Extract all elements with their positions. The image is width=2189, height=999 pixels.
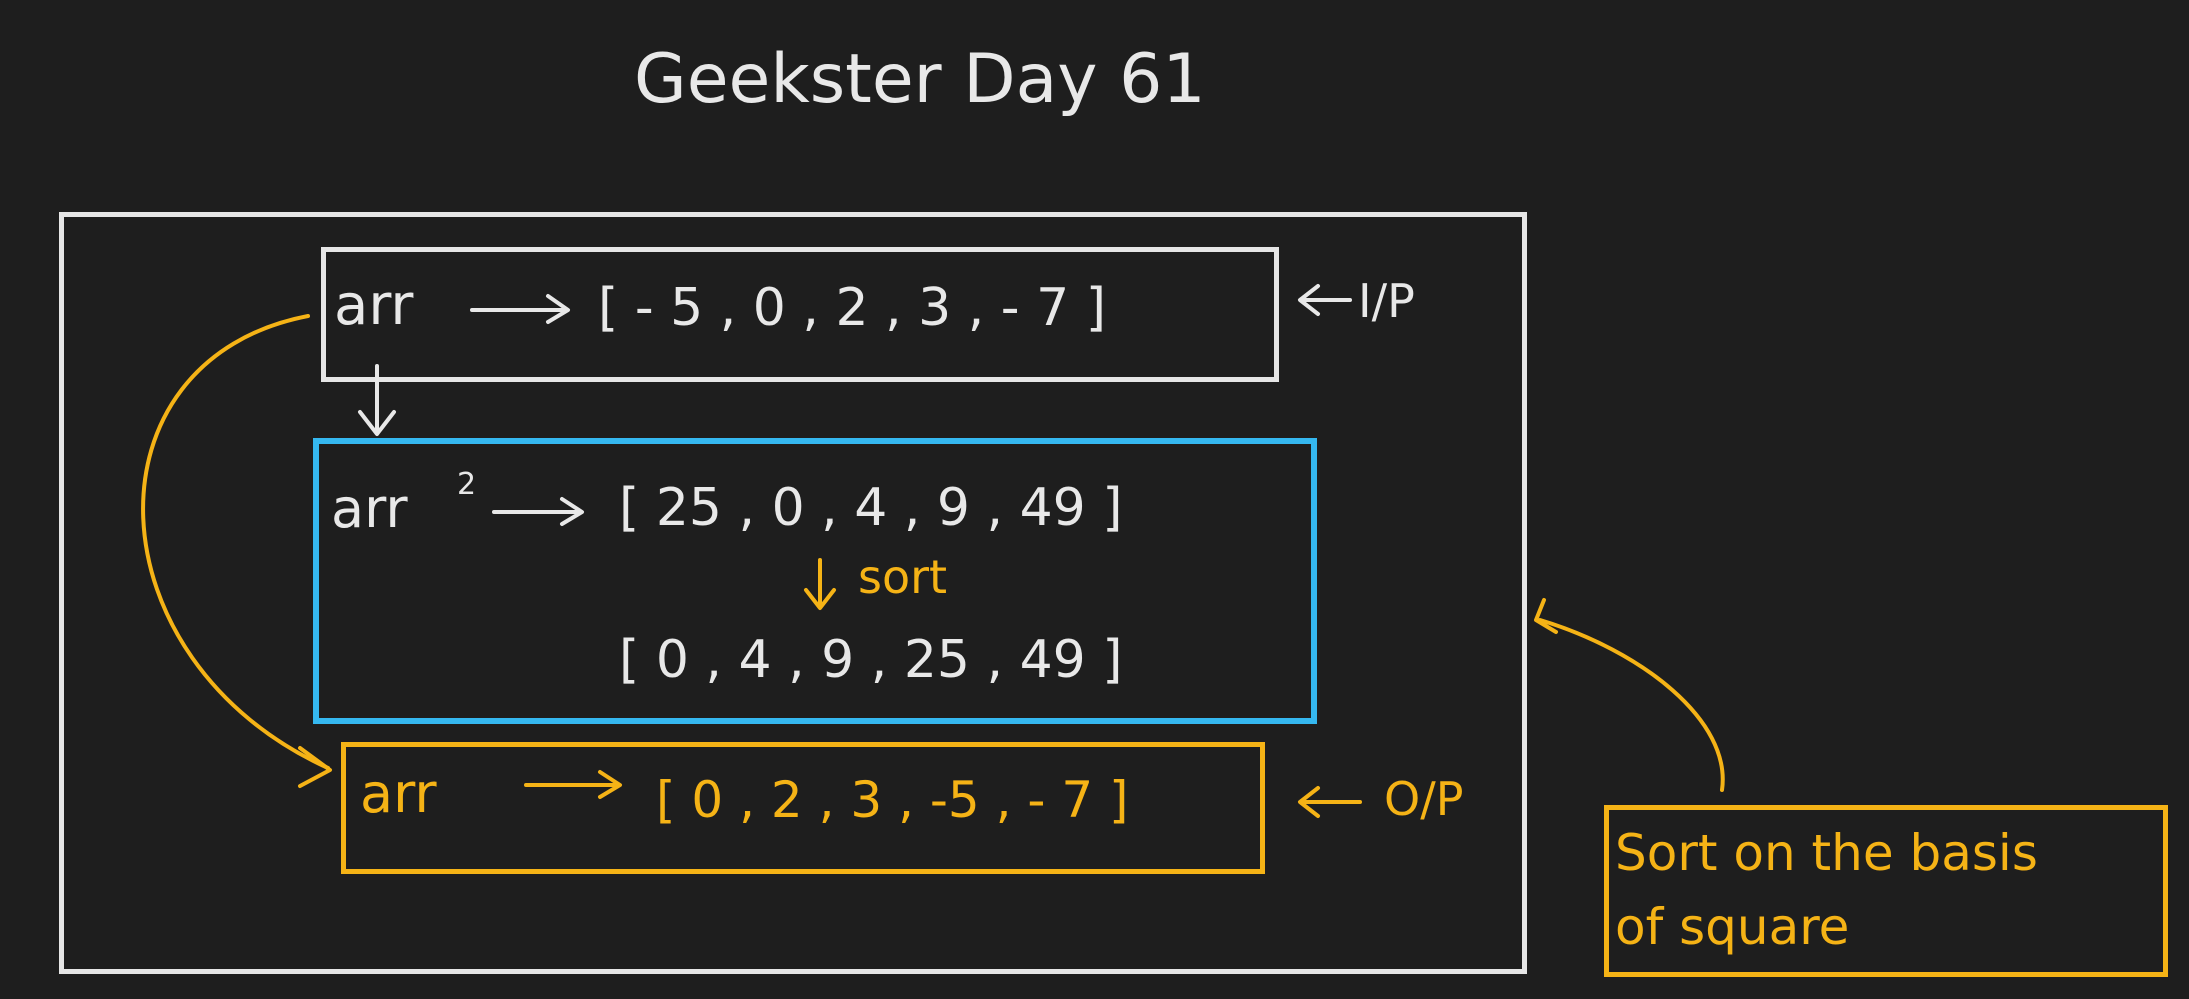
input-array-name: arr: [334, 273, 414, 338]
note-to-frame-curve: [1534, 598, 1725, 792]
output-array-values: [ 0 , 2 , 3 , -5 , - 7 ]: [656, 771, 1129, 829]
squared-box: arr 2 [ 25 , 0 , 4 , 9 , 49 ] sort [ 0 ,…: [313, 438, 1317, 724]
sorted-array-values: [ 0 , 4 , 9 , 25 , 49 ]: [619, 630, 1123, 690]
squared-array-name: arr: [331, 477, 408, 540]
diagram-title: Geekster Day 61: [634, 40, 1206, 119]
note-line-2: of square: [1615, 898, 1850, 956]
input-array-values: [ - 5 , 0 , 2 , 3 , - 7 ]: [598, 278, 1106, 338]
input-tag: I/P: [1358, 274, 1415, 328]
input-box: arr [ - 5 , 0 , 2 , 3 , - 7 ]: [321, 247, 1279, 382]
output-tag: O/P: [1384, 772, 1464, 826]
sort-step-label: sort: [858, 550, 948, 604]
note-box: Sort on the basis of square: [1604, 805, 2168, 977]
squared-exponent: 2: [457, 467, 477, 502]
squared-array-values: [ 25 , 0 , 4 , 9 , 49 ]: [619, 478, 1123, 538]
outer-frame: [59, 212, 1527, 974]
output-box: arr [ 0 , 2 , 3 , -5 , - 7 ]: [341, 742, 1265, 874]
note-line-1: Sort on the basis: [1615, 824, 2038, 882]
output-array-name: arr: [360, 762, 437, 825]
